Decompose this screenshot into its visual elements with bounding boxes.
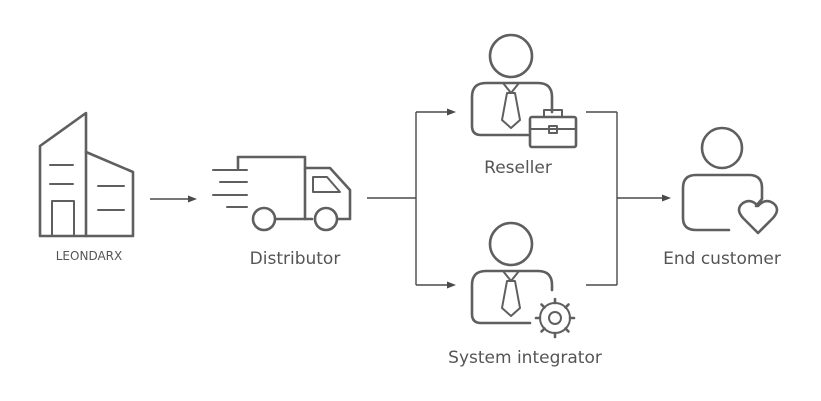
integrator-node: System integrator (448, 221, 602, 368)
gear-teeth (534, 297, 576, 339)
reseller-node: Reseller (470, 33, 578, 178)
customer-heart-icon (681, 126, 779, 235)
reseller-label: Reseller (484, 158, 552, 178)
manufacturer-node: LEONDARX (38, 111, 135, 263)
building-icon (38, 111, 135, 238)
merge-partners-to-customer (586, 111, 671, 286)
businessman-briefcase-icon (470, 33, 578, 149)
arrow-manufacturer-to-distributor (150, 195, 197, 203)
integrator-label: System integrator (448, 348, 602, 368)
distributor-label: Distributor (250, 249, 341, 269)
delivery-truck-icon (212, 155, 352, 232)
fork-distributor-to-partners (367, 108, 456, 289)
distributor-node: Distributor (212, 155, 352, 269)
manufacturer-label: LEONDARX (56, 249, 123, 263)
end-customer-node: End customer (663, 126, 781, 269)
businessman-gear-icon (470, 221, 576, 339)
end-customer-label: End customer (663, 249, 781, 269)
